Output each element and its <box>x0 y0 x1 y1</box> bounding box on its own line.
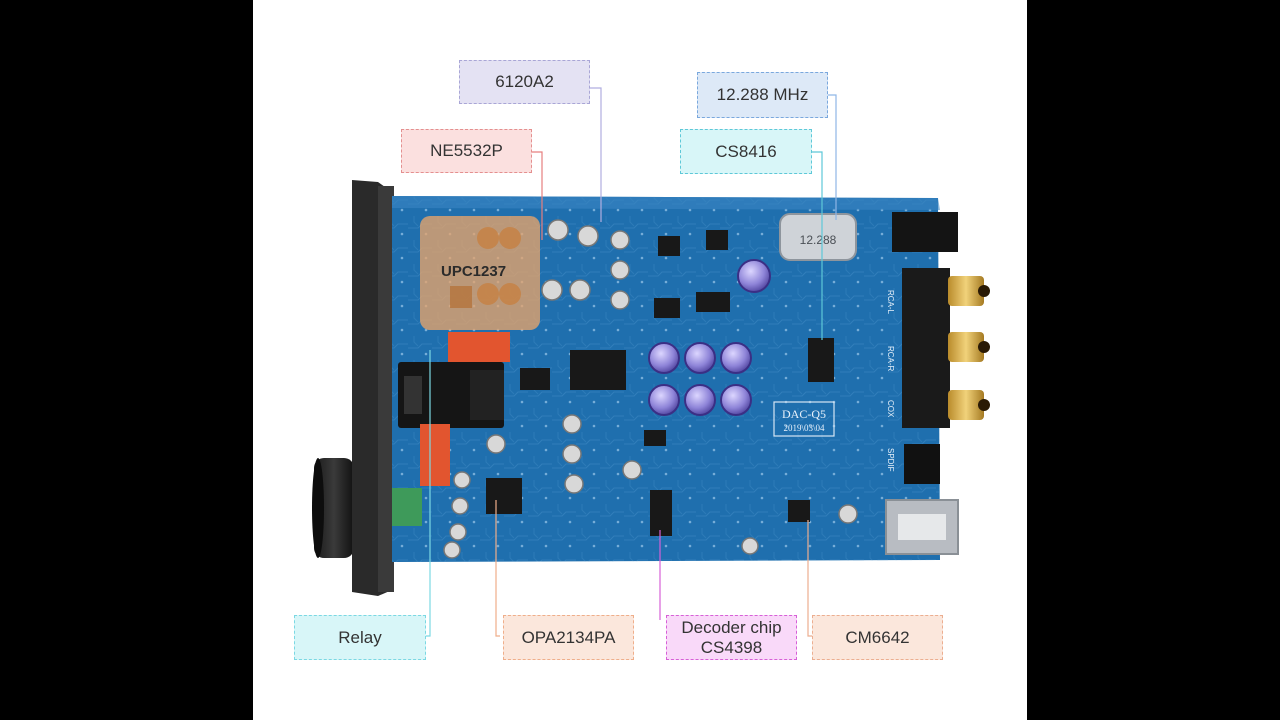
rca-l-silk: RCA-L <box>886 290 895 315</box>
relay-upper <box>448 332 510 362</box>
relay-lower <box>420 424 450 486</box>
audio-capacitors <box>648 259 771 416</box>
volume-knob <box>312 458 354 558</box>
crystal-label: 12.288 <box>800 233 837 247</box>
headphone-jack <box>398 362 504 428</box>
callout-opa2134pa: OPA2134PA <box>503 615 634 660</box>
optical-input <box>904 444 940 484</box>
rca-outputs <box>902 268 990 428</box>
ic-chips <box>486 230 834 536</box>
leader-lines <box>426 87 837 637</box>
callout-relay: Relay <box>294 615 426 660</box>
date-label: 2019\03\04 <box>783 423 825 433</box>
upc1237-highlight <box>420 216 540 330</box>
model-print: DAC-Q5 2019\03\04 <box>773 401 835 437</box>
callout-cs8416: CS8416 <box>680 129 812 174</box>
usb-b-slot <box>898 514 946 540</box>
coax-silk: COX <box>886 400 895 418</box>
rca-r-silk: RCA-R <box>886 346 895 372</box>
model-label: DAC-Q5 <box>782 407 826 421</box>
callout-12-288-mhz: 12.288 MHz <box>697 72 828 118</box>
crystal-oscillator: 12.288 <box>779 213 857 261</box>
upc1237-label: UPC1237 <box>441 263 507 280</box>
spdif-silk: SPDIF <box>886 448 895 472</box>
callout-ne5532p: NE5532P <box>401 129 532 173</box>
green-terminal <box>392 488 422 526</box>
front-panel <box>352 180 394 596</box>
dc-power-jack <box>892 212 958 252</box>
callout-6120a2: 6120A2 <box>459 60 590 104</box>
callout-decoder-chip: Decoder chip CS4398 <box>666 615 797 660</box>
small-capacitors <box>443 219 858 559</box>
callout-cm6642: CM6642 <box>812 615 943 660</box>
